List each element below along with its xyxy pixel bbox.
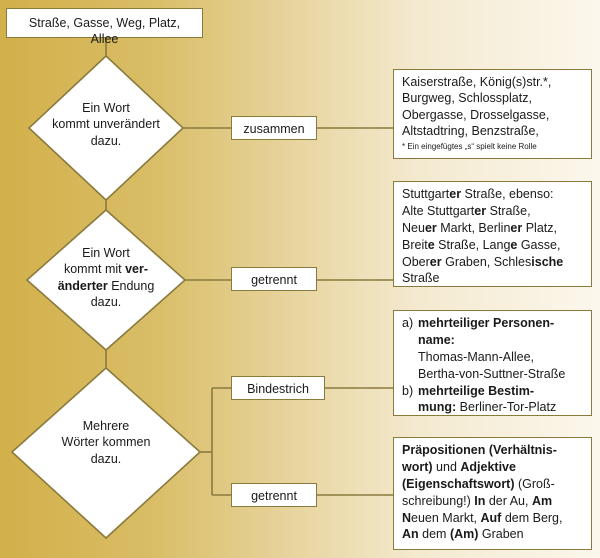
result-bindestrich-box: a) mehrteiliger Personen- name: Thomas-M… [393, 310, 592, 416]
decision-text-1: Ein Wort kommt unverändert dazu. [52, 101, 160, 148]
label-getrennt-1: getrennt [231, 267, 317, 291]
decision-text-3: Mehrere Wörter kommen dazu. [61, 419, 151, 466]
decision-diamond-3 [10, 366, 202, 540]
label-getrennt-2: getrennt [231, 483, 317, 507]
result-getrennt-2-box: Präpositionen (Verhältnis- wort) und Adj… [393, 437, 592, 550]
footnote: * Ein eingefügtes „s“ spielt keine Rolle [402, 142, 537, 151]
title-text: Straße, Gasse, Weg, Platz, Allee [28, 16, 181, 47]
decision-text-2: Ein Wort kommt mit ver- änderter Endung … [57, 246, 155, 309]
decision-diamond-1 [27, 54, 185, 202]
label-zusammen: zusammen [231, 116, 317, 140]
title-box: Straße, Gasse, Weg, Platz, Allee [6, 8, 203, 46]
label-bindestrich: Bindestrich [231, 376, 325, 400]
result-zusammen-box: Kaiserstraße, König(s)str.*, Burgweg, Sc… [393, 69, 592, 159]
decision-diamond-2 [25, 208, 187, 352]
result-getrennt-box: Stuttgarter Straße, ebenso: Alte Stuttga… [393, 181, 592, 287]
